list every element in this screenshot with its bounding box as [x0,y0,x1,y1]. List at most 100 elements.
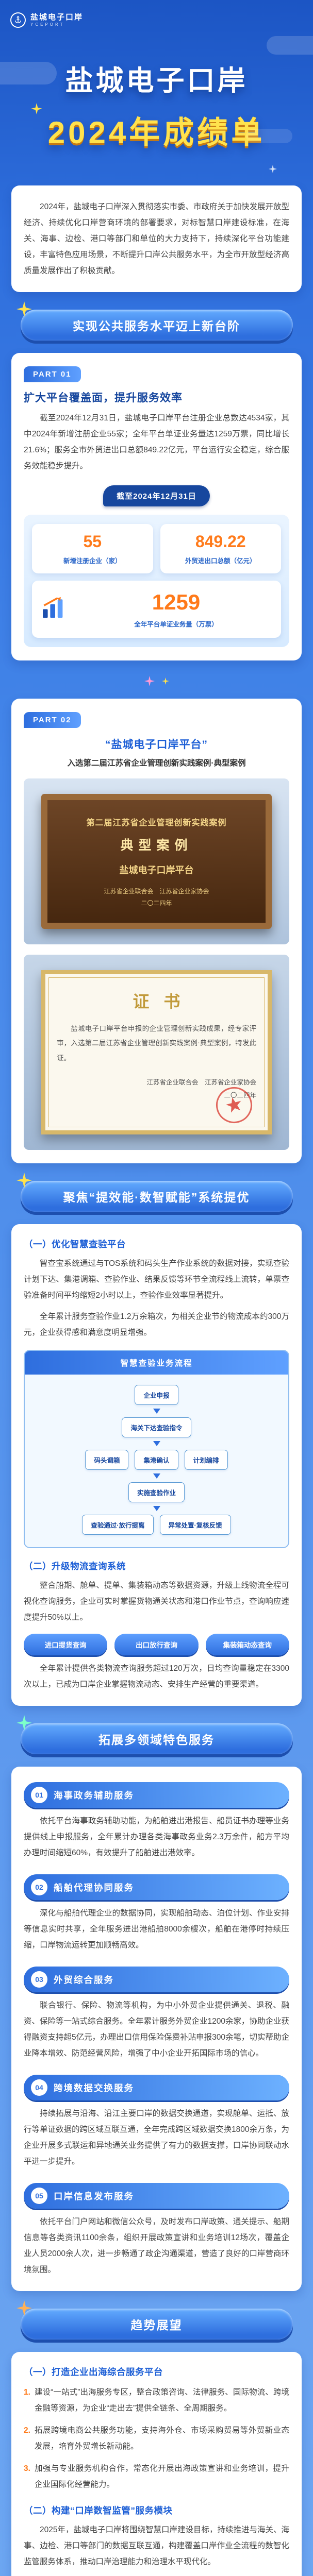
flow-arrow-icon [153,1409,160,1414]
service-paragraph: 深化与船舶代理企业的数据协同，实现船舶动态、泊位计划、作业安排等信息实时共享，全… [24,1909,289,1950]
certificate-date: 二〇二四年 [224,1092,256,1099]
flow-arrow-icon [153,1441,160,1447]
service-number-badge: 02 [31,1879,47,1896]
service-paragraph: 联合银行、保险、物流等机构，为中小外贸企业提供通关、退税、融资、保险等一站式综合… [24,2001,289,2058]
service-item-header: 04 跨境数据交换服务 [24,2075,289,2101]
flowchart-title: 智慧查验业务流程 [25,1351,288,1375]
query-pill-container: 集装箱动态查询 [205,1634,289,1656]
part1-card: PART 01 扩大平台覆盖面，提升服务效率 截至2024年12月31日，盐城电… [11,353,302,660]
service-number-badge: 03 [31,1971,47,1988]
logo-subtitle: YCEPORT [30,22,65,27]
anchor-icon [10,12,26,28]
service-item-header: 02 船舶代理协同服务 [24,1874,289,1901]
upgrade-item3-paragraph: 全年累计提供各类物流查询服务超过120万次，日均查询量稳定在3300次以上，已成… [24,1664,289,1689]
logo-row: 盐城电子口岸 YCEPORT [0,7,313,28]
part1-title: 扩大平台覆盖面，提升服务效率 [24,392,183,404]
stat-card-documents: 1259 全年平台单证业务量（万票） [32,581,281,638]
stat-card-new-companies: 55 新增注册企业（家） [32,524,153,573]
service-paragraph: 依托平台海事政务辅助功能，为船舶进出港报告、船员证书办理等业务提供线上申报服务，… [24,1817,289,1858]
flow-arrow-icon [153,1506,160,1512]
page-title-line1: 盐城电子口岸 [65,65,248,96]
plaque-line3: 盐城电子口岸平台 [119,865,194,875]
flow-row: 查验通过·放行提离 异常处置·复核反馈 [82,1515,231,1535]
service-number-badge: 04 [31,2079,47,2096]
plaque-year: 二〇二四年 [141,900,172,907]
point-number: 2. [24,2426,30,2435]
upgrade-card: （一）优化智慧查验平台 智查宝系统通过与TOS系统和码头生产作业系统的数据对接，… [11,1224,302,1706]
stat-label: 新增注册企业（家） [63,557,122,565]
point-number: 3. [24,2464,30,2473]
flow-step: 企业申报 [135,1385,178,1405]
plaque-issuer: 江苏省企业联合会 江苏省企业家协会 [104,888,209,895]
point-text: 拓展跨境电商公共服务功能，支持海外仓、市场采购贸易等外贸新业态发展，培育外贸增长… [34,2426,289,2451]
flow-step: 码头调箱 [85,1450,129,1470]
logo-name: 盐城电子口岸 [30,13,84,22]
certificate-body: 盐城电子口岸平台申报的企业管理创新实践成果，经专家评审，入选第二届江苏省企业管理… [57,1025,256,1062]
inspection-flowchart: 智慧查验业务流程 企业申报 海关下达查验指令 码头调箱 集港确认 计划编排 实施… [24,1350,289,1549]
stats-row: 55 新增注册企业（家） 849.22 外贸进出口总额（亿元） [32,524,281,573]
intro-paragraph: 2024年，盐城电子口岸深入贯彻落实市委、市政府关于加快发展开放型经济、持续优化… [24,202,289,275]
award-plaque-photo: 第二届江苏省企业管理创新实践案例 典型案例 盐城电子口岸平台 江苏省企业联合会 … [24,778,289,944]
section-banner-label: 聚焦“提效能·数智赋能”系统提优 [63,1191,250,1205]
part2-title-line1: “盐城电子口岸平台” [105,739,208,751]
flow-step: 海关下达查验指令 [122,1417,191,1438]
stat-label: 全年平台单证业务量（万票） [134,621,218,628]
service-title: 海事政务辅助服务 [54,1790,134,1801]
flow-arrow-icon [153,1473,160,1479]
section-banner-outlook: 趋势展望 [16,2300,293,2340]
page-title: 盐城电子口岸 2024年成绩单 [0,58,313,152]
upgrade-item2-title: （二）升级物流查询系统 [24,1561,126,1572]
flow-step: 计划编排 [184,1450,228,1470]
outlook-point: 3. 加强与专业服务机构合作，常态化开展出海政策宣讲和业务培训，提升企业国际化经… [24,2461,289,2493]
star-icon [16,1715,32,1734]
part1-paragraph: 截至2024年12月31日，盐城电子口岸平台注册企业总数达4534家，其中202… [24,414,289,470]
section-banner-system-upgrade: 聚焦“提效能·数智赋能”系统提优 [16,1173,293,1212]
service-item-header: 03 外贸综合服务 [24,1967,289,1993]
service-paragraph: 依托平台门户网站和微信公众号，及时发布口岸政策、通关提示、船期信息等各类资讯11… [24,2217,289,2275]
section-banner-label: 趋势展望 [130,2318,183,2332]
award-plaque: 第二届江苏省企业管理创新实践案例 典型案例 盐城电子口岸平台 江苏省企业联合会 … [41,794,272,929]
section-banner-label: 实现公共服务水平迈上新台阶 [73,319,240,333]
stats-date-badge: 截至2024年12月31日 [103,485,210,506]
stat-value: 55 [83,532,102,551]
certificate: 证书 盐城电子口岸平台申报的企业管理创新实践成果，经专家评审，入选第二届江苏省企… [41,970,272,1135]
service-title: 外贸综合服务 [54,1974,114,1985]
section-banner-label: 拓展多领域特色服务 [98,1733,215,1747]
sparkle-icon [31,103,42,117]
stat-value: 849.22 [195,532,246,551]
query-pills-row: 进口提货查询 出口放行查询 集装箱动态查询 [24,1634,289,1656]
upgrade-item1-title: （一）优化智慧查验平台 [24,1239,126,1250]
certificate-issuer: 江苏省企业联合会 江苏省企业家协会 [146,1079,256,1087]
upgrade-item2-paragraph: 整合船期、舱单、提单、集装箱动态等数据资源，升级上线物流全程可视化查询服务，企业… [24,1581,289,1622]
logo-text: 盐城电子口岸 YCEPORT [30,13,83,27]
service-title: 口岸信息发布服务 [54,2191,134,2201]
stat-card-trade-volume: 849.22 外贸进出口总额（亿元） [160,524,281,573]
intro-card: 2024年，盐城电子口岸深入贯彻落实市委、市政府关于加快发展开放型经济、持续优化… [11,185,302,292]
outlook-item2-paragraph: 2025年，盐城电子口岸将围绕智慧口岸建设目标，持续推进与海关、海事、边检、港口… [24,2526,289,2567]
part1-badge: PART 01 [24,366,81,382]
part2-badge: PART 02 [24,712,81,728]
section-banner-public-service: 实现公共服务水平迈上新台阶 [16,301,293,341]
upgrade-item1-paragraph1: 智查宝系统通过与TOS系统和码头生产作业系统的数据对接，实现查验计划下达、集港调… [24,1259,289,1300]
page-title-line2: 2024年成绩单 [47,115,266,150]
service-number-badge: 05 [31,2188,47,2205]
cloud-decoration [246,129,292,143]
stats-date-wrap: 截至2024年12月31日 [24,485,289,506]
point-number: 1. [24,2388,30,2397]
outlook-point: 1. 建设“一站式”出海服务专区，整合政策咨询、法律服务、国际物流、跨境金融等资… [24,2384,289,2416]
query-pill-export: 出口放行查询 [114,1634,199,1656]
stat-wide-content: 1259 全年平台单证业务量（万票） [79,590,273,629]
stat-label: 外贸进出口总额（亿元） [185,557,256,565]
part2-titles: “盐城电子口岸平台” 入选第二届江苏省企业管理创新实践案例·典型案例 [24,736,289,768]
sparkle-icon [144,676,155,686]
flow-step: 异常处置·复核反馈 [159,1515,231,1535]
upgrade-item1-paragraph2: 全年累计服务查验作业1.2万余箱次，为相关企业节约物流成本约300万元，企业获得… [24,1312,289,1337]
point-text: 建设“一站式”出海服务专区，整合政策咨询、法律服务、国际物流、跨境金融等资源，为… [34,2388,289,2413]
service-number-badge: 01 [31,1787,47,1804]
sparkle-icon [269,165,277,176]
outlook-item1-title: （一）打造企业出海综合服务平台 [24,2367,163,2378]
flow-step: 查验通过·放行提离 [82,1515,154,1535]
service-item-header: 01 海事政务辅助服务 [24,1782,289,1808]
sparkle-divider [0,676,313,686]
stat-value: 1259 [152,590,201,614]
